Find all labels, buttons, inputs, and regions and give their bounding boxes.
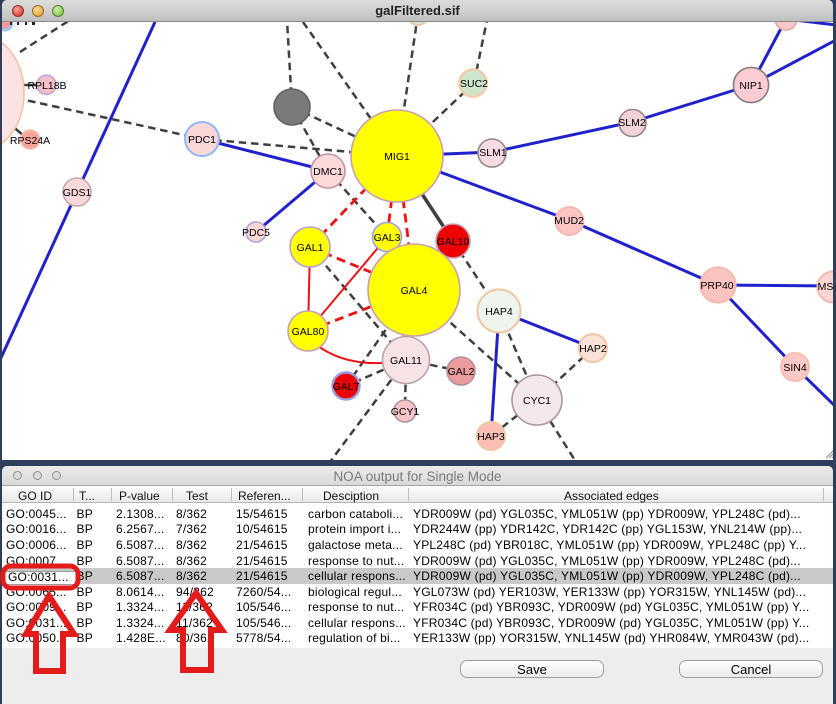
svg-text:GAL11: GAL11 [390,355,422,367]
svg-text:GCY1: GCY1 [391,406,420,418]
svg-text:SUC2: SUC2 [460,78,488,90]
svg-text:MIG1: MIG1 [384,151,410,163]
svg-text:GDS1: GDS1 [63,187,92,199]
svg-text:HAP2: HAP2 [579,343,607,355]
svg-text:RPL18B: RPL18B [27,80,66,92]
svg-text:HAP3: HAP3 [477,431,505,443]
svg-text:GAL3: GAL3 [374,232,401,244]
svg-text:GAL1: GAL1 [297,242,324,254]
svg-text:GAL4: GAL4 [401,285,428,297]
svg-text:NIP1: NIP1 [739,80,763,92]
svg-text:GAL2: GAL2 [448,366,475,378]
svg-text:PRP40: PRP40 [700,280,733,292]
svg-text:GAL10: GAL10 [437,236,470,248]
svg-text:MUD2: MUD2 [554,215,584,227]
svg-text:DMC1: DMC1 [313,166,343,178]
svg-text:GAL7: GAL7 [333,381,360,393]
svg-text:PDC5: PDC5 [242,227,270,239]
svg-text:SLM1: SLM1 [479,147,507,159]
svg-text:SLM2: SLM2 [618,117,646,129]
svg-text:PDC1: PDC1 [188,134,216,146]
svg-text:CYC1: CYC1 [523,395,551,407]
svg-text:GAL80: GAL80 [292,326,325,338]
svg-text:HAP4: HAP4 [485,306,513,318]
svg-text:MSI: MSI [818,281,833,293]
svg-text:SIN4: SIN4 [783,362,807,374]
svg-text:RPS24A: RPS24A [10,135,50,147]
